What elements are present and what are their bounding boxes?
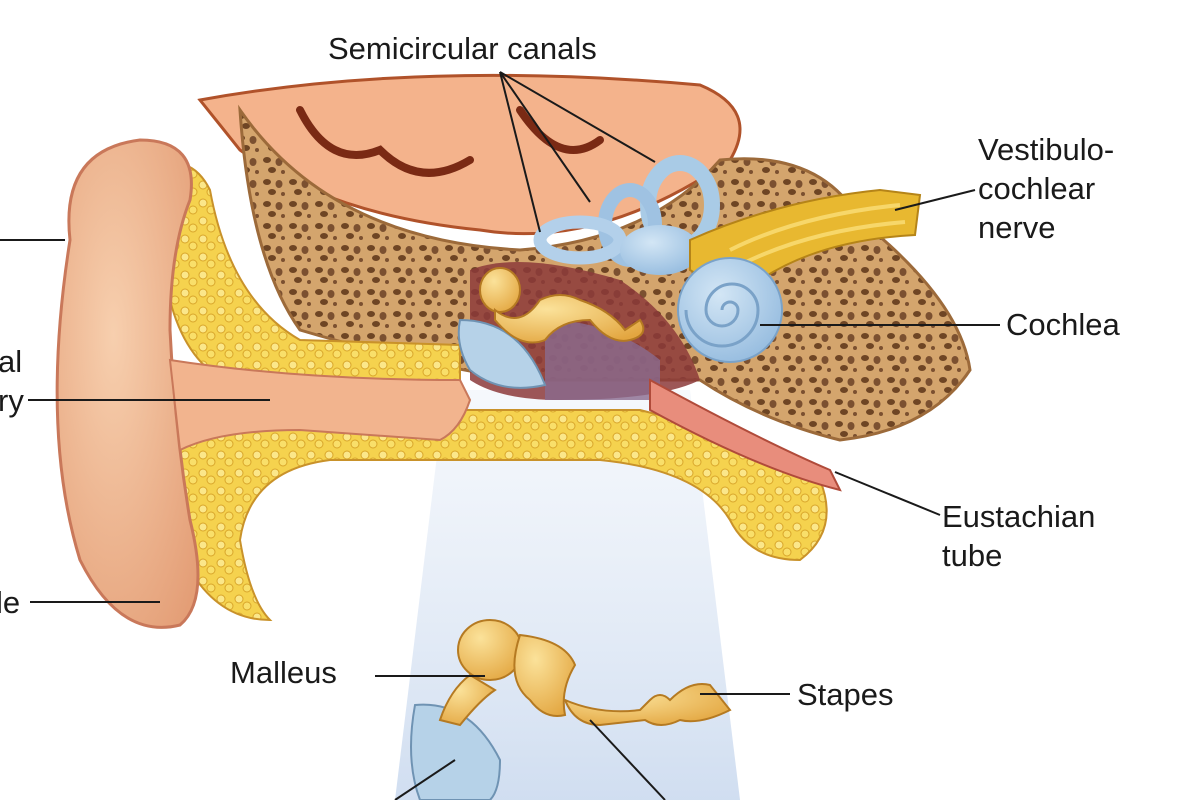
- label-vestibulocochlear-nerve: Vestibulo- cochlear nerve: [978, 130, 1114, 247]
- eardrum: [457, 318, 547, 389]
- auricle: [55, 138, 200, 629]
- label-cropped-lobule: le: [0, 585, 21, 620]
- label-vestibulocochlear-line1: Vestibulo-: [978, 132, 1115, 167]
- label-cochlea: Cochlea: [1006, 307, 1120, 342]
- label-eustachian-line2: tube: [942, 538, 1003, 573]
- label-cropped-canal-line2: ry: [0, 383, 24, 418]
- malleus-handle: [438, 673, 497, 727]
- label-cropped-canal: al ry: [0, 342, 24, 420]
- leader-semicircular-3: [499, 71, 656, 163]
- tympanic-cavity-wall: [545, 320, 660, 400]
- leader-nerve: [894, 189, 976, 211]
- cochlea-shape: [677, 257, 783, 363]
- stapes-shape: [563, 683, 732, 727]
- label-eustachian-tube: Eustachian tube: [942, 497, 1095, 575]
- leader-semicircular-1: [499, 71, 541, 233]
- leader-lines: [0, 71, 1000, 801]
- malleus-head: [457, 619, 523, 681]
- fat-tissue-upper: [148, 162, 461, 396]
- ossicles-upper: [479, 267, 645, 344]
- label-stapes: Stapes: [797, 677, 894, 712]
- label-vestibulocochlear-line3: nerve: [978, 210, 1056, 245]
- ear-canal: [168, 358, 472, 452]
- incus: [513, 633, 577, 717]
- leader-eustachian: [834, 471, 941, 516]
- nerve-fibers: [729, 203, 906, 267]
- eustachian-tube-shape: [649, 378, 842, 492]
- label-semicircular-canals: Semicircular canals: [328, 31, 597, 66]
- label-cropped-canal-line1: al: [0, 344, 23, 379]
- label-eustachian-line1: Eustachian: [942, 499, 1096, 534]
- ossicles-enlarged: [410, 619, 732, 801]
- label-malleus: Malleus: [230, 655, 337, 690]
- leader-eardrum: [394, 759, 456, 801]
- brain-folds: [296, 106, 604, 177]
- semicircular-canals-shape: [533, 155, 720, 275]
- leader-semicircular-2: [499, 71, 591, 203]
- leader-incus: [589, 719, 666, 801]
- label-vestibulocochlear-line2: cochlear: [978, 171, 1096, 206]
